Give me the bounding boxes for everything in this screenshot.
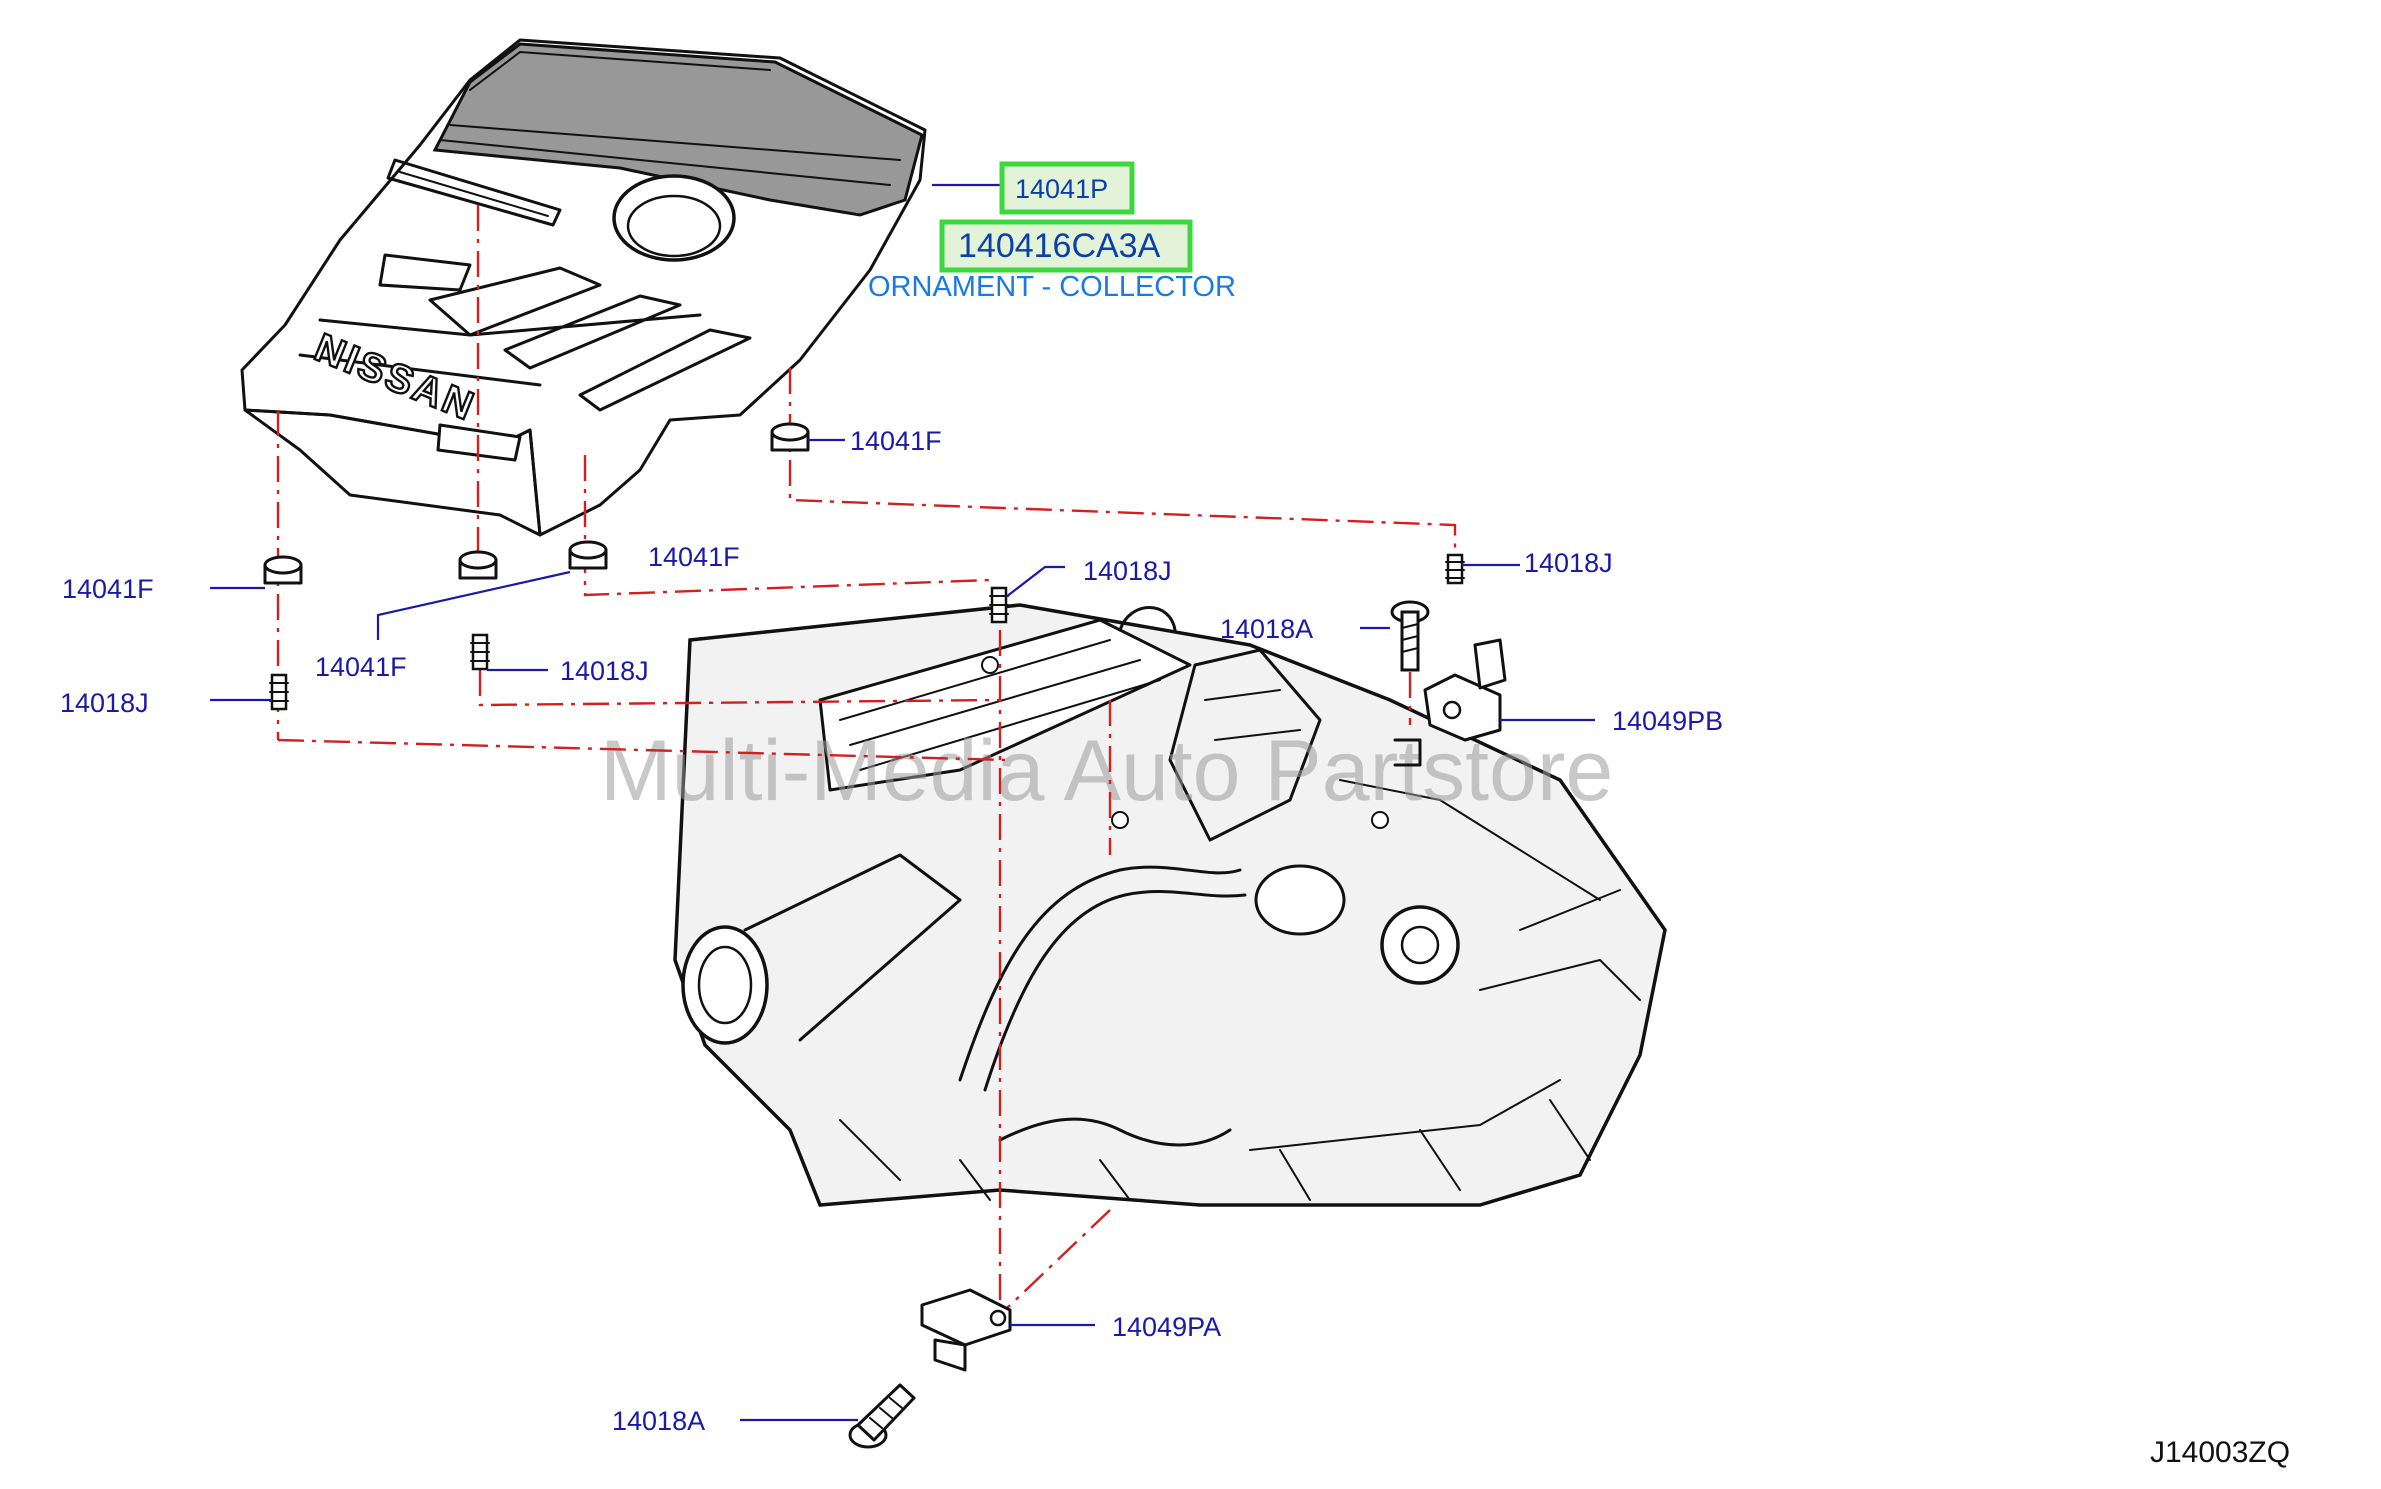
oem-number-label: 140416CA3A <box>958 227 1161 265</box>
callout-labels: 14041F 14041F 14041F 14041F 14018J 14018… <box>60 426 1723 1436</box>
grommet-part[interactable] <box>770 422 810 452</box>
callout-label[interactable]: 14018J <box>1524 548 1613 578</box>
callout-label[interactable]: 14041F <box>315 652 407 682</box>
install-lines <box>276 205 1457 1330</box>
oem-number-box <box>939 219 1193 273</box>
diagram-code: J14003ZQ <box>2150 1436 2290 1469</box>
callout-label[interactable]: 14018J <box>560 656 649 686</box>
bracket-part[interactable] <box>1393 638 1507 767</box>
part-number-label: 14041P <box>1015 174 1108 204</box>
clip-part[interactable] <box>989 586 1009 624</box>
callout-label[interactable]: 14049PB <box>1612 706 1723 736</box>
callout-label[interactable]: 14018A <box>1220 614 1313 644</box>
clip-part[interactable] <box>269 673 289 711</box>
engine-assembly <box>673 603 1667 1207</box>
callout-label[interactable]: 14049PA <box>1112 1312 1221 1342</box>
watermark-text: Multi-Media Auto Partstore <box>600 723 1613 819</box>
part-description: ORNAMENT - COLLECTOR <box>868 271 1236 303</box>
callout-label[interactable]: 14041F <box>62 574 154 604</box>
callout-label[interactable]: 14018J <box>60 688 149 718</box>
grommet-part[interactable] <box>263 555 303 585</box>
grommet-part[interactable] <box>458 550 498 580</box>
callout-label[interactable]: 14041F <box>850 426 942 456</box>
bolt-part[interactable] <box>848 1383 916 1449</box>
clip-part[interactable] <box>470 633 490 671</box>
grommet-part[interactable] <box>568 540 608 570</box>
clip-part[interactable] <box>1445 553 1465 585</box>
callout-label[interactable]: 14018A <box>612 1406 705 1436</box>
engine-cover[interactable]: NISSAN <box>240 38 927 537</box>
bracket-part[interactable] <box>920 1288 1012 1372</box>
callout-label[interactable]: 14041F <box>648 542 740 572</box>
bolt-part[interactable] <box>1390 600 1430 672</box>
part-number-box <box>999 161 1135 215</box>
leader-lines <box>210 183 1595 1422</box>
highlighted-part-callout[interactable]: 14041P 140416CA3A ORNAMENT - COLLECTOR <box>868 161 1236 303</box>
callout-label[interactable]: 14018J <box>1083 556 1172 586</box>
